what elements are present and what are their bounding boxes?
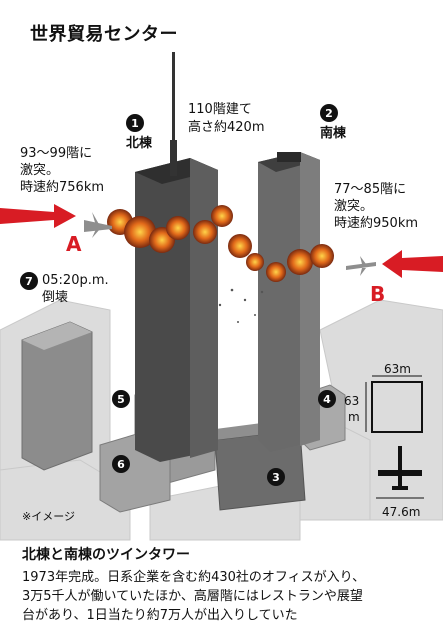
building-marker-3: 3 [267,468,285,486]
south-label: 南棟 [320,126,347,141]
description-line-1: 1973年完成。日系企業を含む約430社のオフィスが入り、 [22,570,366,585]
description-line-2: 3万5千人が働いていたほか、高層階にはレストランや展望 [22,589,363,604]
description-title: 北棟と南棟のツインタワー [22,547,190,563]
north-marker: 1 [126,114,144,132]
description-text: 1973年完成。日系企業を含む約430社のオフィスが入り、 3万5千人が働いてい… [22,568,427,625]
debris [218,288,264,323]
south-marker: 2 [320,104,338,122]
south-tower [258,152,320,452]
collapse-time: 05:20p.m. [42,273,109,288]
north-height-line2: 高さ約420m [188,120,265,135]
south-impact-line3: 時速約950km [334,216,419,231]
south-impact-line2: 激突。 [334,199,374,214]
plane-b [346,256,376,276]
image-note: ※イメージ [22,510,75,523]
north-impact-line1: 93～99階に [20,146,93,161]
north-height-line1: 110階建て [188,102,252,117]
arrow-b [382,250,443,278]
north-impact-line2: 激突。 [20,163,60,178]
plane-size-icon [376,446,424,499]
building-marker-4: 4 [318,390,336,408]
south-impact-line1: 77～85階に [334,182,407,197]
arrow-a [0,204,76,228]
left-building [21,321,93,471]
building-marker-6: 6 [112,455,130,473]
building-marker-5: 5 [112,390,130,408]
footprint-diagram [365,375,423,433]
arrow-a-letter: A [66,232,82,256]
collapse-label: 倒壊 [42,290,69,305]
plane-a [84,212,112,238]
description-line-3: 台があり、1日当たり約7万人が出入りしていた [22,608,298,623]
page-title: 世界貿易センター [30,24,178,45]
dim-width-top: 63m [384,362,411,376]
arrow-b-letter: B [370,282,386,306]
dim-width-side: 63 [344,394,360,408]
antenna [172,52,175,172]
dim-plane-span: 47.6m [382,505,421,519]
north-label: 北棟 [126,136,153,151]
explosion-fire [107,205,334,282]
collapse-marker: 7 [20,272,38,290]
north-impact-line3: 時速約756km [20,180,105,195]
dim-width-side-unit: m [348,410,360,424]
